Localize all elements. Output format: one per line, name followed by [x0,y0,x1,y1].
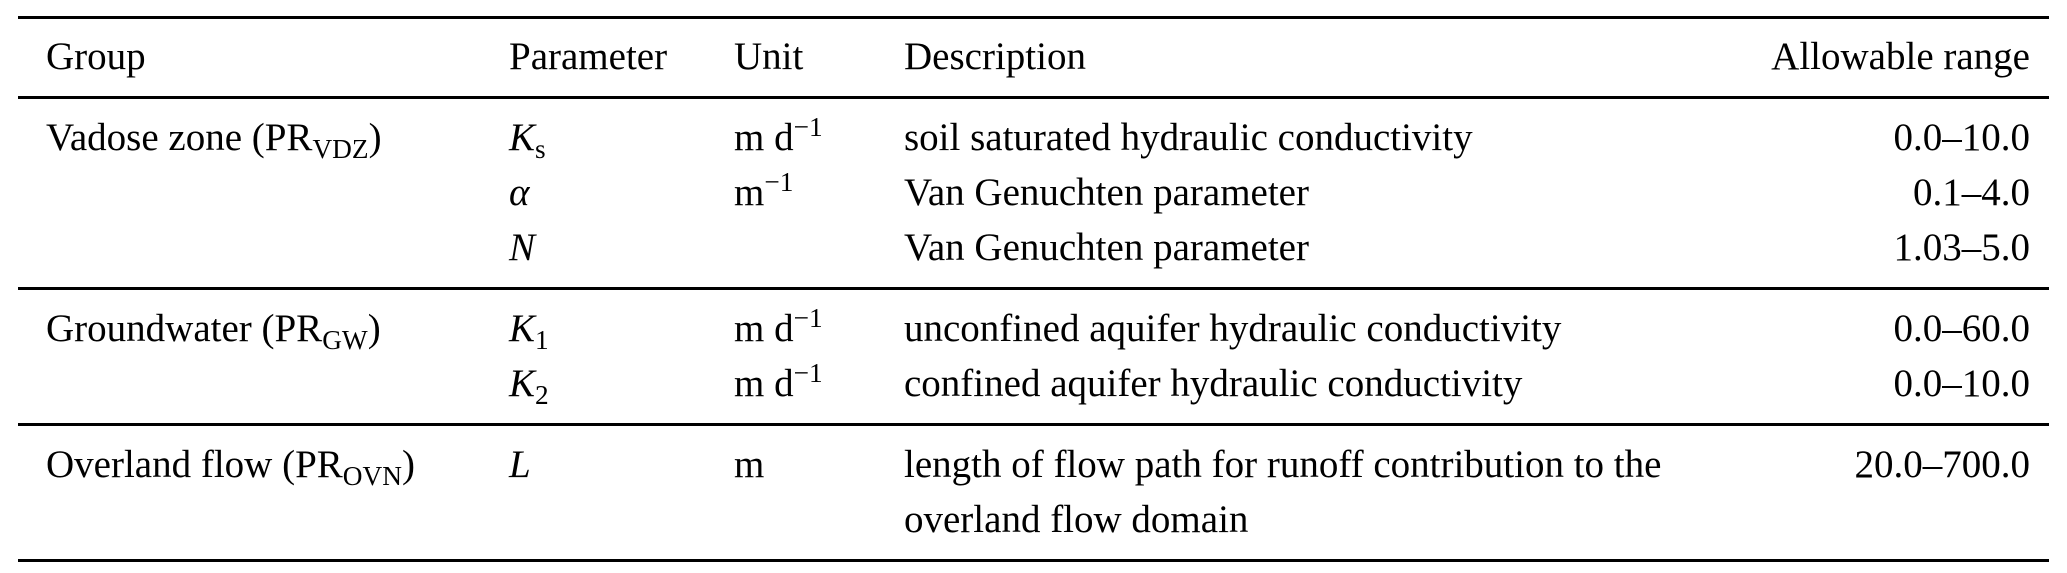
range-cell: 0.1–4.0 [1913,171,2030,214]
table-row: K2 m d−1 confined aquifer hydraulic cond… [18,356,2049,425]
group-cell [18,356,481,425]
description-cell: Van Genuchten parameter [904,226,1309,269]
column-header-unit: Unit [706,17,876,99]
group-cell: Overland flow (PROVN) [18,425,481,561]
group-label: Overland flow (PROVN) [46,443,415,491]
unit-cell: m d−1 [734,358,823,405]
column-header-group: Group [18,17,481,99]
description-cell: confined aquifer hydraulic conductivity [904,362,1523,405]
group-label-subscript: GW [322,324,368,355]
unit-cell: m d−1 [734,112,823,159]
parameter-table: Group Parameter Unit Description Allowab… [18,16,2049,562]
group-cell: Vadose zone (PRVDZ) [18,98,481,166]
table-row: α m−1 Van Genuchten parameter 0.1–4.0 [18,165,2049,220]
unit-cell [706,220,876,289]
range-cell: 0.0–10.0 [1893,362,2031,405]
parameter-cell: Ks [509,116,546,164]
description-cell: soil saturated hydraulic conductivity [904,116,1473,159]
description-cell: unconfined aquifer hydraulic conductivit… [904,307,1562,350]
table-row: N Van Genuchten parameter 1.03–5.0 [18,220,2049,289]
table-row: Vadose zone (PRVDZ) Ks m d−1 soil satura… [18,98,2049,166]
group-overland-flow: Overland flow (PROVN) L m length of flow… [18,424,2049,561]
group-cell [18,220,481,289]
range-cell: 0.0–60.0 [1893,307,2031,350]
group-label: Vadose zone (PRVDZ) [46,116,382,164]
range-cell: 20.0–700.0 [1854,443,2031,486]
group-cell: Groundwater (PRGW) [18,289,481,357]
column-header-allowable-range: Allowable range [1716,17,2049,99]
parameter-cell: α [509,171,530,214]
range-cell: 1.03–5.0 [1893,226,2031,269]
group-cell [18,165,481,220]
table-header: Group Parameter Unit Description Allowab… [18,17,2049,99]
column-header-description: Description [876,17,1716,99]
table-row: Overland flow (PROVN) L m length of flow… [18,425,2049,561]
parameter-cell: N [509,226,536,269]
group-vadose-zone: Vadose zone (PRVDZ) Ks m d−1 soil satura… [18,97,2049,289]
parameter-cell: K1 [509,307,549,355]
group-label: Groundwater (PRGW) [46,307,381,355]
description-cell: Van Genuchten parameter [904,171,1309,214]
unit-cell: m d−1 [734,303,823,350]
table-row: Groundwater (PRGW) K1 m d−1 unconfined a… [18,289,2049,357]
description-cell: length of flow path for runoff contribut… [904,443,1662,541]
column-header-parameter: Parameter [481,17,706,99]
range-cell: 0.0–10.0 [1893,116,2031,159]
parameter-cell: L [509,443,531,486]
header-row: Group Parameter Unit Description Allowab… [18,17,2049,99]
group-label-subscript: OVN [342,460,402,491]
parameter-cell: K2 [509,362,549,410]
group-groundwater: Groundwater (PRGW) K1 m d−1 unconfined a… [18,288,2049,425]
group-label-subscript: VDZ [312,133,369,164]
unit-cell: m−1 [734,167,794,214]
unit-cell: m [734,443,765,486]
